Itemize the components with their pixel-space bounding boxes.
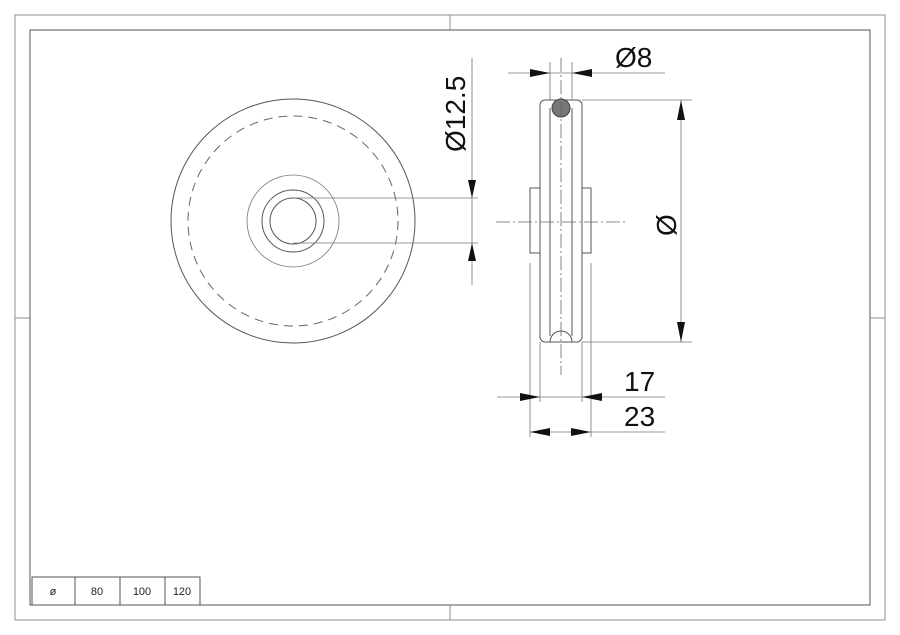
outer-diameter-label: Ø xyxy=(651,214,682,236)
frame-center-marks xyxy=(15,15,885,620)
size-table-cell: 100 xyxy=(133,586,151,598)
size-table: ø 80 100 120 xyxy=(31,576,201,606)
pulley-front-view xyxy=(170,98,478,344)
rope-diameter-label: Ø8 xyxy=(615,42,652,73)
bore-diameter-label: Ø12.5 xyxy=(440,76,471,152)
hub-width-label: 23 xyxy=(624,401,655,432)
size-table-cell: 120 xyxy=(173,586,191,598)
pulley-side-view xyxy=(496,58,625,375)
size-table-header: ø xyxy=(50,586,57,598)
rim-width-label: 17 xyxy=(624,366,655,397)
size-table-cell: 80 xyxy=(91,586,103,598)
